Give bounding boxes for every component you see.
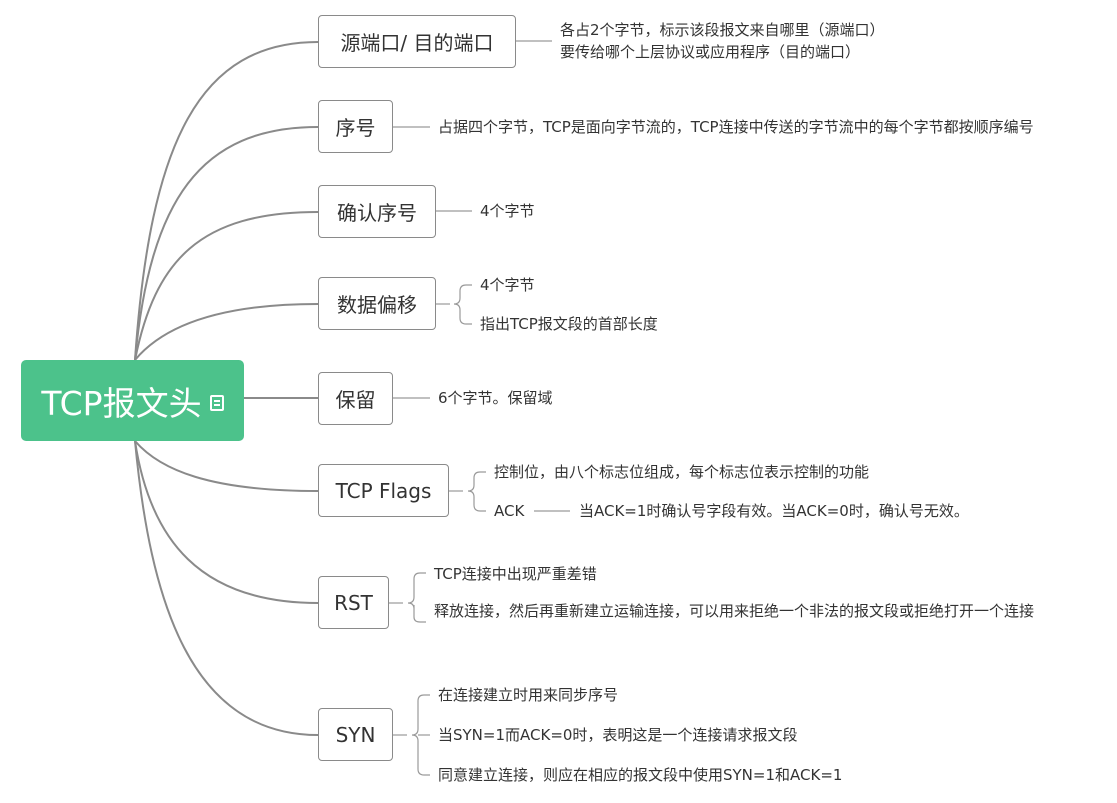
rst-item-1: TCP连接中出现严重差错 [434, 565, 597, 583]
node-offset-label: 数据偏移 [337, 293, 417, 317]
connector-ports [134, 41, 319, 361]
connector-flags [134, 440, 319, 492]
flags-item-1: 控制位，由八个标志位组成，每个标志位表示控制的功能 [494, 463, 870, 481]
node-syn-label: SYN [335, 722, 376, 747]
root-label: TCP报文头 [41, 383, 202, 423]
root-node[interactable]: TCP报文头 [21, 360, 244, 441]
rst-item-2: 释放连接，然后再重新建立运输连接，可以用来拒绝一个非法的报文段或拒绝打开一个连接 [434, 602, 1035, 620]
flags-item-ack: ACK [494, 502, 525, 520]
node-reserved[interactable]: 保留 [318, 372, 393, 425]
node-seq[interactable]: 序号 [318, 100, 393, 153]
connector-offset [134, 303, 319, 361]
offset-item-1: 4个字节 [480, 276, 535, 294]
offset-item-2: 指出TCP报文段的首部长度 [480, 315, 658, 333]
node-flags-label: TCP Flags [335, 478, 432, 503]
connector-rst [134, 440, 319, 604]
node-ports[interactable]: 源端口/ 目的端口 [318, 15, 516, 68]
node-offset[interactable]: 数据偏移 [318, 277, 436, 330]
syn-item-2: 当SYN=1而ACK=0时，表明这是一个连接请求报文段 [438, 726, 798, 744]
connector-seq [134, 126, 319, 361]
node-rst[interactable]: RST [318, 576, 389, 629]
seq-desc: 占据四个字节，TCP是面向字节流的，TCP连接中传送的字节流中的每个字节都按顺序… [438, 118, 1034, 136]
reserved-desc: 6个字节。保留域 [438, 389, 553, 407]
node-seq-label: 序号 [335, 116, 376, 140]
ports-desc-1: 各占2个字节，标示该段报文来自哪里（源端口） [560, 21, 885, 39]
ports-desc-2: 要传给哪个上层协议或应用程序（目的端口） [560, 43, 861, 61]
node-reserved-label: 保留 [335, 388, 376, 412]
flags-ack-desc: 当ACK=1时确认号字段有效。当ACK=0时，确认号无效。 [579, 502, 969, 520]
note-icon[interactable] [209, 394, 224, 411]
ack-desc: 4个字节 [480, 202, 535, 220]
node-flags[interactable]: TCP Flags [318, 464, 449, 517]
node-syn[interactable]: SYN [318, 708, 393, 761]
connector-ack [134, 211, 319, 361]
connector-syn [134, 440, 319, 736]
syn-item-3: 同意建立连接，则应在相应的报文段中使用SYN=1和ACK=1 [438, 766, 843, 784]
node-ports-label: 源端口/ 目的端口 [340, 31, 494, 55]
syn-item-1: 在连接建立时用来同步序号 [438, 686, 619, 704]
node-rst-label: RST [334, 590, 373, 615]
node-ack[interactable]: 确认序号 [318, 185, 436, 238]
node-ack-label: 确认序号 [337, 201, 417, 225]
